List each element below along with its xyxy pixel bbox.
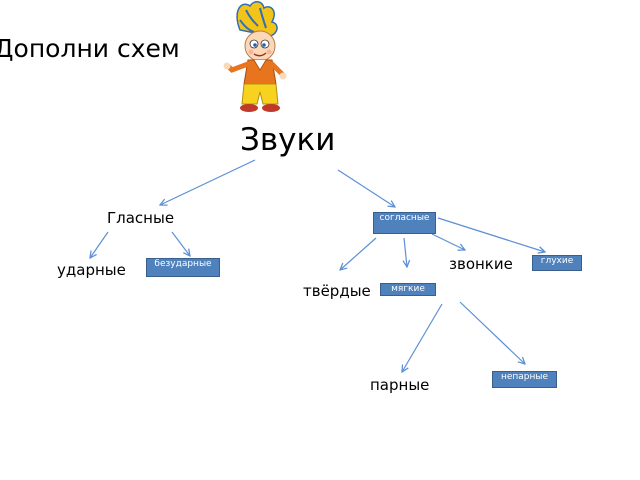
arrow-vowels-to-stressed — [90, 231, 109, 258]
arrow-consonants-to-voiced — [431, 233, 465, 250]
node-unstressed: безударные — [146, 258, 220, 277]
arrow-soft-to-paired — [402, 303, 443, 372]
node-unpaired: непарные — [492, 371, 557, 388]
arrow-root-to-consonants — [337, 169, 395, 207]
arrow-consonants-to-soft — [404, 237, 407, 267]
arrow-consonants-to-voiceless — [437, 217, 545, 252]
arrow-vowels-to-unstressed — [171, 231, 190, 256]
root-node-sounds: Звуки — [240, 122, 336, 158]
node-stressed: ударные — [57, 261, 126, 279]
arrow-consonants-to-hard — [340, 237, 377, 270]
cartoon-boy-mascot-icon — [210, 0, 300, 115]
arrow-soft-to-unpaired — [459, 301, 525, 364]
node-consonants: согласные — [373, 212, 436, 234]
node-hard: твёрдые — [303, 282, 371, 300]
node-vowels: Гласные — [107, 209, 175, 227]
node-voiceless: глухие — [532, 255, 582, 271]
node-paired: парные — [370, 376, 430, 394]
node-soft: мягкие — [380, 283, 436, 296]
arrow-root-to-vowels — [160, 159, 256, 205]
node-voiced: звонкие — [449, 255, 513, 273]
page-title: Дополни схем — [0, 34, 180, 63]
